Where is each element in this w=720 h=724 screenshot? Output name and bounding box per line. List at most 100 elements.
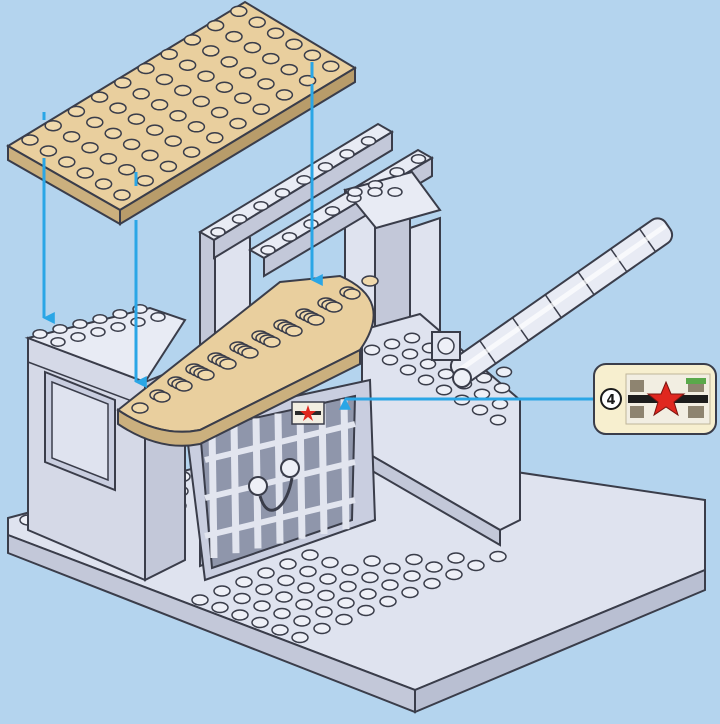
stud <box>151 313 165 322</box>
stud <box>242 348 258 358</box>
stud <box>495 383 510 392</box>
stud <box>240 68 256 78</box>
stud <box>165 136 181 146</box>
stud <box>323 61 339 71</box>
stud <box>490 552 506 562</box>
stud <box>175 86 191 96</box>
stud <box>161 49 177 59</box>
stud <box>170 111 186 121</box>
sticker-callout: 4 <box>594 364 716 434</box>
stud <box>326 302 342 312</box>
stud <box>412 155 426 164</box>
stud <box>100 154 116 164</box>
stud <box>114 190 130 200</box>
stud <box>73 320 87 329</box>
stud <box>448 553 464 563</box>
stud <box>113 310 127 319</box>
stud <box>33 330 47 339</box>
stud <box>280 559 296 569</box>
stud <box>302 550 318 560</box>
stud <box>40 146 56 156</box>
stud <box>207 133 223 143</box>
stud <box>256 585 272 595</box>
stud <box>230 119 246 129</box>
stud <box>358 606 374 616</box>
stud <box>249 17 265 27</box>
stud <box>385 339 400 348</box>
stud <box>468 561 484 571</box>
stud <box>254 601 270 611</box>
stud <box>254 202 268 211</box>
stud <box>212 108 228 118</box>
stud <box>105 128 121 138</box>
stud <box>388 188 402 197</box>
stud <box>316 607 332 617</box>
stud <box>268 28 284 38</box>
stud <box>300 567 316 577</box>
stud <box>278 576 294 586</box>
stud <box>128 114 144 124</box>
stud <box>92 92 108 102</box>
stud <box>198 71 214 81</box>
stud <box>296 600 312 610</box>
stud <box>51 338 65 347</box>
stud <box>221 57 237 67</box>
stud <box>198 370 214 380</box>
stud <box>297 176 311 185</box>
stud <box>68 106 84 116</box>
stud <box>403 349 418 358</box>
stud <box>402 588 418 598</box>
stud <box>314 624 330 634</box>
stud <box>184 35 200 45</box>
stud <box>475 389 490 398</box>
stud <box>131 318 145 327</box>
stud <box>87 117 103 127</box>
stud <box>263 54 279 64</box>
star-sticker-icon <box>626 374 710 424</box>
stud <box>404 571 420 581</box>
stud <box>344 289 360 299</box>
stud <box>264 337 280 347</box>
stud <box>406 555 422 565</box>
stud <box>147 125 163 135</box>
stud <box>211 228 225 237</box>
barrier-arm <box>432 214 676 387</box>
stud <box>276 90 292 100</box>
stud <box>383 355 398 364</box>
stud <box>236 577 252 587</box>
stud <box>188 122 204 132</box>
stud <box>115 78 131 88</box>
stud <box>184 147 200 157</box>
stud <box>437 385 452 394</box>
stud <box>348 188 362 197</box>
stud <box>286 326 302 336</box>
stud <box>362 573 378 583</box>
stud <box>253 104 269 114</box>
stud <box>244 43 260 53</box>
stud <box>294 616 310 626</box>
stud <box>180 60 196 70</box>
stud <box>220 359 236 369</box>
stud <box>261 246 275 255</box>
stud <box>156 75 172 85</box>
stud <box>286 39 302 49</box>
stud <box>362 137 376 146</box>
stud <box>96 179 112 189</box>
stud <box>401 365 416 374</box>
stud <box>138 64 154 74</box>
stud <box>360 589 376 599</box>
stud <box>53 325 67 334</box>
stud <box>497 367 512 376</box>
stud <box>368 188 382 197</box>
step-number: 4 <box>606 393 615 408</box>
stud <box>384 564 400 574</box>
stud <box>212 603 228 613</box>
stud <box>124 139 140 149</box>
stud <box>258 568 274 578</box>
stud <box>232 610 248 620</box>
stud <box>292 633 308 643</box>
stud <box>380 597 396 607</box>
stud <box>226 32 242 42</box>
door-sticker <box>292 402 324 424</box>
stud <box>308 315 324 325</box>
